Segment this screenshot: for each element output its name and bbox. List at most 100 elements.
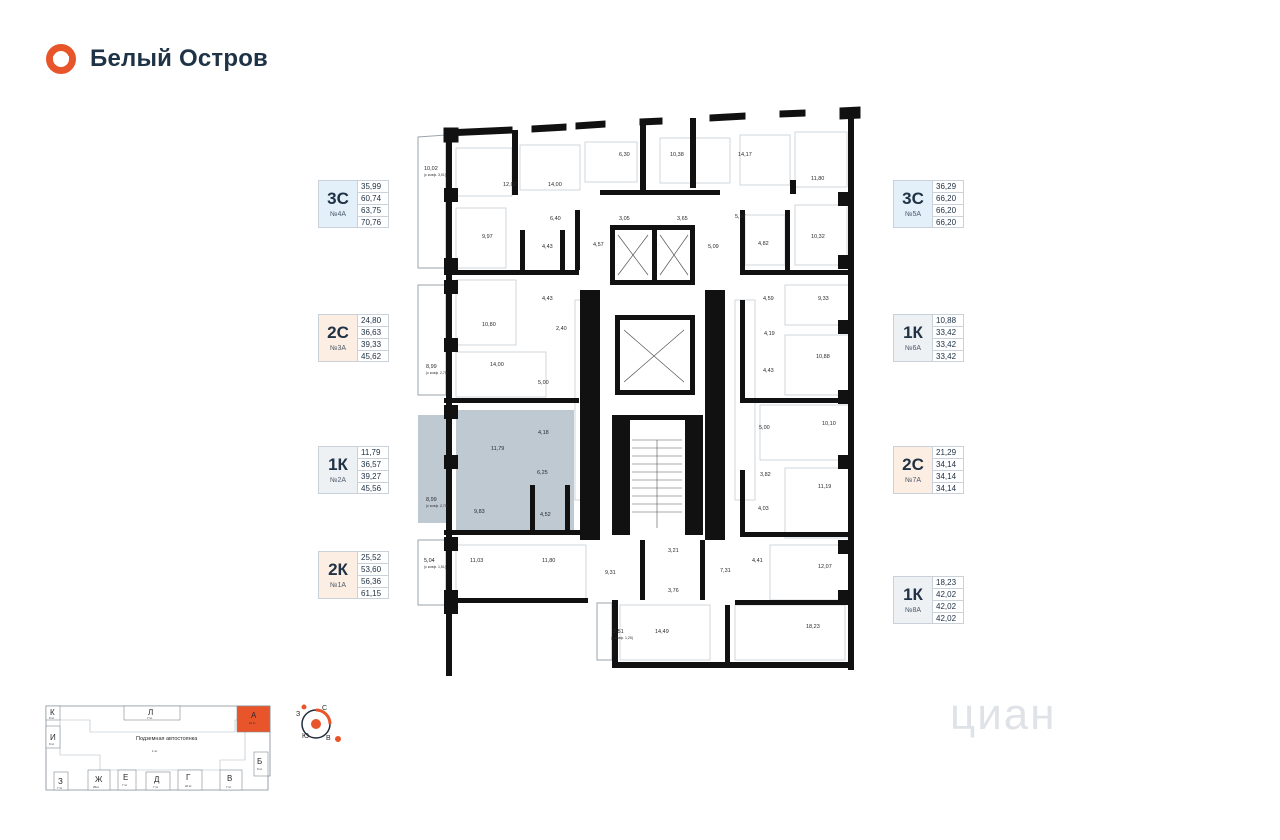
area-value: 45,62 xyxy=(361,352,382,361)
section-v[interactable] xyxy=(219,769,243,791)
apartment-number: №4А xyxy=(329,211,347,218)
room-area: 4,43 xyxy=(763,368,774,374)
apartment-areas: 35,99 60,74 63,75 70,76 xyxy=(358,181,388,227)
area-value: 39,33 xyxy=(358,339,388,351)
compass-north: С xyxy=(322,705,327,712)
room-area: 11,19 xyxy=(818,484,831,490)
room-area: 5,00 xyxy=(759,425,770,431)
apartment-type-code: 2С xyxy=(902,455,924,474)
room-area: 4,03 xyxy=(758,506,769,512)
room-area: 10,10 xyxy=(822,421,836,427)
apartment-areas: 25,52 53,60 56,36 61,15 xyxy=(358,552,388,598)
apartment-card-5a[interactable]: 3С №5А 36,29 66,20 66,20 66,20 xyxy=(893,180,964,228)
area-value: 53,60 xyxy=(358,564,388,576)
apartment-card-type: 1К №6А xyxy=(894,315,933,361)
room-area: 10,38 xyxy=(670,152,684,158)
section-k[interactable] xyxy=(45,705,61,721)
compass-west: З xyxy=(296,711,300,718)
apartment-card-6a[interactable]: 1К №6А 10,88 33,42 33,42 33,42 xyxy=(893,314,964,362)
parking-label: Подземная автостоянка xyxy=(136,736,198,742)
area-value: 56,36 xyxy=(358,576,388,588)
apartment-card-type: 3С №5А xyxy=(894,181,933,227)
area-value: 36,29 xyxy=(933,181,963,193)
room-area: 4,57 xyxy=(593,242,604,248)
room-area: 4,43 xyxy=(542,296,553,302)
apartment-type-code: 3С xyxy=(902,189,924,208)
section-letter: Е xyxy=(123,773,128,782)
area-value: 34,14 xyxy=(936,484,957,493)
room-area: 9,83 xyxy=(474,509,485,515)
room-area: 2,51 xyxy=(613,629,624,635)
room-area: 14,00 xyxy=(548,182,562,188)
room-area: 8,99 xyxy=(426,497,437,503)
apartment-card-type: 2К №1А xyxy=(319,552,358,598)
apartment-number: №5А xyxy=(904,211,922,218)
section-letter: Д xyxy=(154,775,160,784)
parking-floor: 1 эт. xyxy=(152,749,158,753)
section-i[interactable] xyxy=(45,725,61,749)
area-value: 34,14 xyxy=(933,459,963,471)
apartment-number: №8А xyxy=(904,607,922,614)
section-zh[interactable] xyxy=(87,769,111,791)
section-b[interactable] xyxy=(253,751,269,777)
brand-logo[interactable]: Белый Остров xyxy=(44,42,268,76)
section-floors: 7 эт. xyxy=(57,786,63,790)
section-floors: 7 эт. xyxy=(122,783,128,787)
area-value: 66,20 xyxy=(936,218,957,227)
apartment-card-7a[interactable]: 2С №7А 21,29 34,14 34,14 34,14 xyxy=(893,446,964,494)
apartment-type-code: 1К xyxy=(903,585,923,604)
apartment-card-type: 1К №8А xyxy=(894,577,933,623)
room-area: 4,52 xyxy=(540,512,551,518)
apartment-number: №7А xyxy=(904,477,922,484)
area-value: 34,14 xyxy=(933,471,963,483)
apartment-areas: 18,23 42,02 42,02 42,02 xyxy=(933,577,963,623)
section-a-current[interactable] xyxy=(236,705,271,733)
section-floors: 7 эт. xyxy=(153,785,159,789)
section-d[interactable] xyxy=(145,771,171,791)
section-z[interactable] xyxy=(53,771,69,791)
area-value: 11,79 xyxy=(358,447,388,459)
section-floors: 9 эт. xyxy=(49,716,55,720)
room-area: 4,19 xyxy=(764,331,775,337)
room-area: 18,23 xyxy=(806,624,820,630)
apartment-card-2a[interactable]: 1К №2А 11,79 36,57 39,27 45,56 xyxy=(318,446,389,494)
room-area: 3,05 xyxy=(619,216,630,222)
compass-south: Ю xyxy=(302,733,309,740)
room-area: 3,82 xyxy=(760,472,771,478)
apartment-card-4a[interactable]: 3С №4А 35,99 60,74 63,75 70,76 xyxy=(318,180,389,228)
apartment-card-type: 1К №2А xyxy=(319,447,358,493)
apartment-card-8a[interactable]: 1К №8А 18,23 42,02 42,02 42,02 xyxy=(893,576,964,624)
room-area: 6,30 xyxy=(619,152,630,158)
room-area: 5,04 xyxy=(424,558,435,564)
apartment-type-code: 2С xyxy=(327,323,349,342)
area-value: 63,75 xyxy=(358,205,388,217)
section-letter: Ж xyxy=(95,775,103,784)
apartment-card-3a[interactable]: 2С №3А 24,80 36,63 39,33 45,62 xyxy=(318,314,389,362)
selected-apartment-2a[interactable] xyxy=(418,410,574,530)
section-floors: 9 эт. xyxy=(49,742,55,746)
area-value: 42,02 xyxy=(933,589,963,601)
section-l[interactable] xyxy=(123,705,181,721)
room-area: 11,03 xyxy=(470,558,483,564)
room-area-note: (с коэф. 3,01) xyxy=(424,173,446,177)
area-value: 70,76 xyxy=(361,218,382,227)
apartment-type-code: 1К xyxy=(903,323,923,342)
section-g[interactable] xyxy=(177,769,203,791)
section-letter: В xyxy=(227,774,232,783)
room-area-note: (с коэф. 1,51) xyxy=(424,565,446,569)
apartment-number: №2А xyxy=(329,477,347,484)
apartment-card-1a[interactable]: 2К №1А 25,52 53,60 56,36 61,15 xyxy=(318,551,389,599)
section-letter: З xyxy=(58,777,63,786)
area-value: 66,20 xyxy=(933,193,963,205)
room-area: 14,17 xyxy=(738,152,752,158)
room-area: 5,97 xyxy=(735,214,746,220)
area-value: 42,02 xyxy=(936,614,957,623)
room-area: 2,40 xyxy=(556,326,567,332)
room-area: 8,99 xyxy=(426,364,437,370)
room-area: 12,02 xyxy=(503,182,517,188)
apartment-type-code: 3С xyxy=(327,189,349,208)
brand-name: Белый Остров xyxy=(90,45,269,72)
area-value: 21,29 xyxy=(933,447,963,459)
walls xyxy=(443,106,861,676)
section-e[interactable] xyxy=(117,769,137,791)
